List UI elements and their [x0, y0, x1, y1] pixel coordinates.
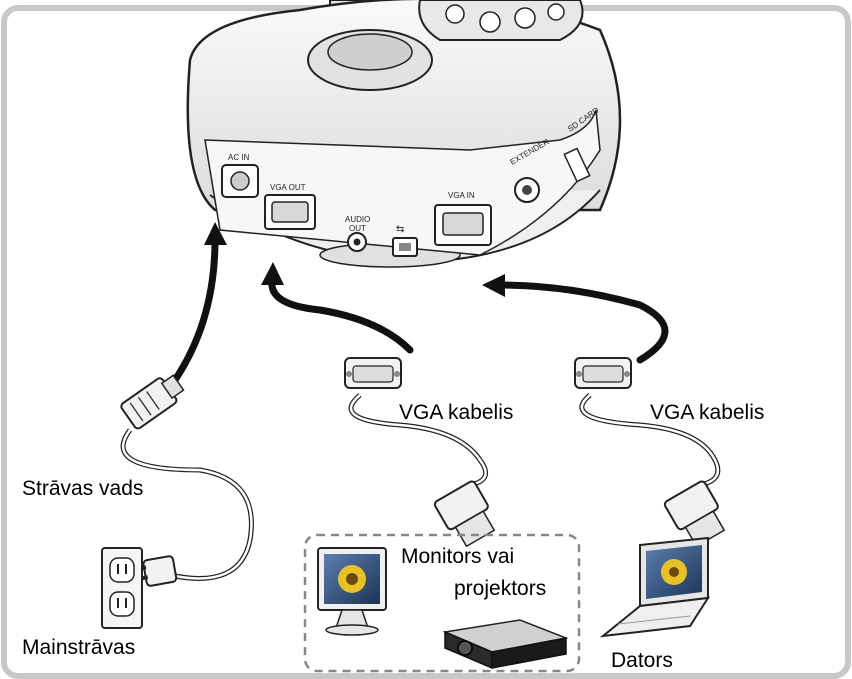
monitor-icon [317, 547, 387, 636]
audio-out-label-2: OUT [349, 224, 366, 233]
ac-in-label: AC IN [228, 153, 250, 162]
laptop-icon [599, 536, 710, 638]
usb-icon: ⇆ [396, 224, 404, 235]
vga-out-arrowhead [261, 262, 284, 285]
power-arrowhead [204, 222, 227, 245]
control-buttons [418, 0, 584, 41]
output-devices-box [303, 533, 581, 673]
vga-cable-label-1: VGA kabelis [399, 401, 514, 424]
usb-port: ⇆ [392, 224, 418, 257]
wall-outlet [101, 547, 143, 629]
connection-arrows [171, 222, 669, 384]
monitor-projector-label-2: projektors [454, 577, 547, 600]
audio-out-port: AUDIO OUT [345, 215, 370, 252]
vga-out-label: VGA OUT [270, 183, 306, 192]
vga-cable-2 [574, 357, 726, 548]
mains-label: Mainstrāvas [22, 636, 136, 659]
vga-cable-1 [344, 357, 496, 548]
vga-in-arrow [496, 281, 669, 364]
document-camera: AC IN VGA OUT AUDIO OUT ⇆ VGA IN [186, 0, 622, 268]
power-arrow [171, 236, 219, 384]
vga-cable-label-2: VGA kabelis [650, 401, 765, 424]
audio-out-label-1: AUDIO [345, 215, 370, 224]
vga-in-port: VGA IN [434, 191, 492, 246]
computer-label: Dators [611, 649, 673, 672]
vga-out-arrow [268, 278, 414, 354]
monitor-projector-label-1: Monitors vai [401, 545, 515, 568]
vga-out-port: VGA OUT [264, 183, 316, 230]
ac-in-port: AC IN [221, 153, 259, 198]
power-cord [120, 374, 254, 587]
vga-in-arrowhead [482, 274, 505, 297]
projector-icon [442, 619, 569, 670]
vga-in-label: VGA IN [448, 191, 475, 200]
power-cord-label: Strāvas vads [22, 477, 144, 500]
